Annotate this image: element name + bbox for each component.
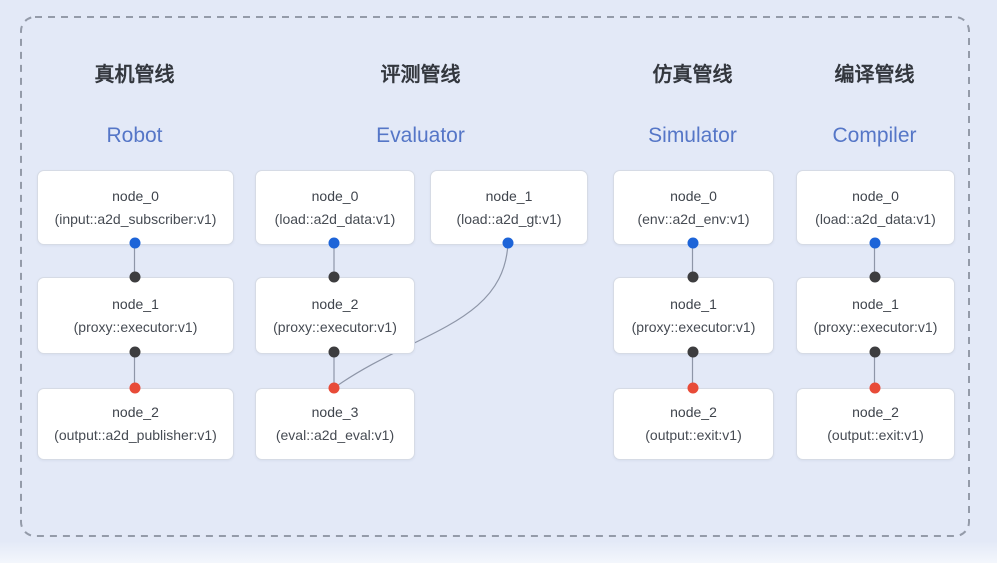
node-box-eval-0: node_0 (load::a2d_data:v1) bbox=[255, 170, 415, 245]
node-box-robot-0: node_0 (input::a2d_subscriber:v1) bbox=[37, 170, 234, 245]
node-title: node_1 bbox=[112, 295, 159, 312]
node-box-robot-1: node_1 (proxy::executor:v1) bbox=[37, 277, 234, 354]
node-title: node_0 bbox=[670, 187, 717, 204]
pipeline-title-en-compiler: Compiler bbox=[832, 124, 917, 147]
port-dot-blue bbox=[869, 237, 880, 249]
node-box-robot-2: node_2 (output::a2d_publisher:v1) bbox=[37, 388, 234, 460]
node-subtitle: (env::a2d_env:v1) bbox=[637, 210, 750, 227]
node-title: node_2 bbox=[670, 404, 717, 420]
node-box-sim-1: node_1 (proxy::executor:v1) bbox=[613, 277, 774, 354]
port-dot-black bbox=[687, 346, 698, 358]
pipeline-title-en-robot: Robot bbox=[106, 124, 163, 147]
node-title: node_2 bbox=[112, 404, 159, 420]
node-title: node_3 bbox=[311, 404, 359, 420]
port-dot-blue bbox=[129, 237, 140, 249]
node-box-sim-2: node_2 (output::exit:v1) bbox=[613, 388, 774, 460]
node-box-eval-3: node_3 (eval::a2d_eval:v1) bbox=[255, 388, 415, 460]
node-subtitle: (proxy::executor:v1) bbox=[73, 318, 198, 335]
port-dot-black bbox=[328, 271, 340, 283]
node-subtitle: (proxy::executor:v1) bbox=[273, 318, 397, 335]
node-subtitle: (eval::a2d_eval:v1) bbox=[275, 427, 395, 443]
node-subtitle: (input::a2d_subscriber:v1) bbox=[54, 210, 217, 227]
port-dot-blue bbox=[502, 237, 514, 249]
pipeline-title-cn-simulator: 仿真管线 bbox=[652, 64, 733, 86]
node-title: node_0 bbox=[311, 187, 359, 204]
node-subtitle: (load::a2d_data:v1) bbox=[815, 210, 936, 227]
port-dot-red bbox=[328, 382, 340, 394]
pipeline-title-en-evaluator: Evaluator bbox=[376, 124, 465, 147]
node-title: node_1 bbox=[852, 295, 899, 312]
node-subtitle: (output::exit:v1) bbox=[827, 427, 924, 443]
node-subtitle: (load::a2d_data:v1) bbox=[274, 210, 396, 227]
port-dot-red bbox=[687, 382, 698, 394]
node-subtitle: (output::exit:v1) bbox=[645, 427, 742, 443]
port-dot-red bbox=[869, 382, 880, 394]
node-subtitle: (output::a2d_publisher:v1) bbox=[54, 427, 217, 443]
node-title: node_0 bbox=[112, 187, 159, 204]
node-box-comp-2: node_2 (output::exit:v1) bbox=[796, 388, 955, 460]
node-box-sim-0: node_0 (env::a2d_env:v1) bbox=[613, 170, 774, 245]
port-dot-black bbox=[869, 346, 880, 358]
pipeline-title-cn-robot: 真机管线 bbox=[94, 64, 175, 86]
node-title: node_1 bbox=[485, 187, 533, 204]
pipeline-title-cn-evaluator: 评测管线 bbox=[380, 64, 461, 86]
port-dot-black bbox=[687, 271, 698, 283]
port-dot-red bbox=[129, 382, 140, 394]
port-dot-black bbox=[869, 271, 880, 283]
port-dot-blue bbox=[687, 237, 698, 249]
pipeline-title-en-simulator: Simulator bbox=[648, 124, 737, 147]
port-dot-black bbox=[129, 271, 140, 283]
port-dot-black bbox=[129, 346, 140, 358]
edge-eval-n1-n3-curve bbox=[333, 242, 509, 389]
port-dot-black bbox=[328, 346, 340, 358]
dashed-frame-border bbox=[20, 16, 970, 537]
pipeline-title-cn-compiler: 编译管线 bbox=[834, 64, 915, 86]
node-title: node_0 bbox=[852, 187, 899, 204]
node-box-comp-0: node_0 (load::a2d_data:v1) bbox=[796, 170, 955, 245]
node-subtitle: (load::a2d_gt:v1) bbox=[456, 210, 562, 227]
node-title: node_2 bbox=[311, 295, 359, 312]
node-title: node_2 bbox=[852, 404, 899, 420]
node-box-comp-1: node_1 (proxy::executor:v1) bbox=[796, 277, 955, 354]
port-dot-blue bbox=[328, 237, 340, 249]
node-box-eval-1: node_1 (load::a2d_gt:v1) bbox=[430, 170, 588, 245]
node-box-eval-2: node_2 (proxy::executor:v1) bbox=[255, 277, 415, 354]
node-subtitle: (proxy::executor:v1) bbox=[631, 318, 756, 335]
node-subtitle: (proxy::executor:v1) bbox=[813, 318, 938, 335]
node-title: node_1 bbox=[670, 295, 717, 312]
